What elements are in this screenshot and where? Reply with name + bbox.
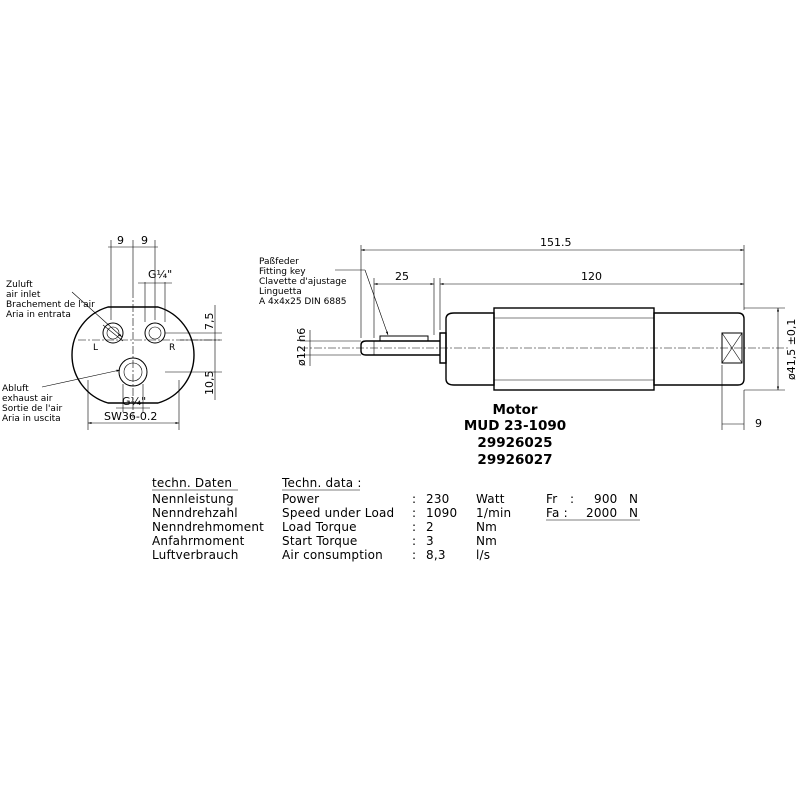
svg-text::: : xyxy=(412,506,416,520)
dim-height-top: 7,5 xyxy=(203,313,216,331)
svg-text:3: 3 xyxy=(426,534,434,548)
dim-key-length: 25 xyxy=(395,270,409,283)
svg-text::: : xyxy=(412,534,416,548)
svg-text:N: N xyxy=(629,492,638,506)
svg-text::: : xyxy=(412,548,416,562)
svg-text:l/s: l/s xyxy=(476,548,490,562)
svg-text:Sortie de l'air: Sortie de l'air xyxy=(2,404,62,414)
svg-text:Linguetta: Linguetta xyxy=(259,287,302,297)
rear-port xyxy=(721,332,743,364)
svg-text:Load Torque: Load Torque xyxy=(282,520,357,534)
svg-text:Nenndrehmoment: Nenndrehmoment xyxy=(152,520,264,534)
svg-text:Nenndrehzahl: Nenndrehzahl xyxy=(152,506,238,520)
svg-text:exhaust air: exhaust air xyxy=(2,394,53,404)
svg-text:A 4x4x25 DIN 6885: A 4x4x25 DIN 6885 xyxy=(259,297,347,307)
svg-text:1/min: 1/min xyxy=(476,506,511,520)
force-fa: Fa : 2000 N xyxy=(546,506,640,521)
svg-text::: : xyxy=(570,492,574,506)
svg-text:Clavette d'ajustage: Clavette d'ajustage xyxy=(259,277,347,287)
front-body-outline xyxy=(71,306,195,404)
exhaust-port xyxy=(118,357,148,387)
svg-text:1090: 1090 xyxy=(426,506,457,520)
front-view: L R 9 9 G¼" G¼" SW36-0.2 7,5 10,5 Zu xyxy=(2,234,222,430)
table-header-de: techn. Daten xyxy=(152,476,232,490)
svg-text:Fa :: Fa : xyxy=(546,506,568,520)
svg-text:Watt: Watt xyxy=(476,492,505,506)
dim-body-length: 120 xyxy=(581,270,602,283)
svg-text:Zuluft: Zuluft xyxy=(6,280,33,290)
svg-text:Aria in entrata: Aria in entrata xyxy=(6,310,71,320)
motor-body xyxy=(493,307,655,391)
marker-left: L xyxy=(93,343,98,353)
tech-data-table: techn. Daten Techn. data : Nennleistung … xyxy=(152,476,640,562)
svg-text:230: 230 xyxy=(426,492,450,506)
dim-top-port: G¼" xyxy=(148,268,172,281)
svg-text:Start Torque: Start Torque xyxy=(282,534,358,548)
title-line-4: 29926027 xyxy=(477,452,552,468)
fitting-key-label: Paßfeder Fitting key Clavette d'ajustage… xyxy=(259,257,389,336)
dim-height-bottom: 10,5 xyxy=(203,371,216,396)
dim-front-width: SW36-0.2 xyxy=(104,410,157,423)
dim-bottom-port: G¼" xyxy=(122,395,146,408)
title-block: Motor MUD 23-1090 29926025 29926027 xyxy=(464,402,566,468)
dim-front-right-9: 9 xyxy=(141,234,148,247)
dim-total-length: 151.5 xyxy=(540,236,572,249)
svg-text:Fitting key: Fitting key xyxy=(259,267,306,277)
svg-text:Power: Power xyxy=(282,492,319,506)
svg-text:Nennleistung: Nennleistung xyxy=(152,492,234,506)
svg-text:Aria in uscita: Aria in uscita xyxy=(2,414,61,424)
svg-text:Paßfeder: Paßfeder xyxy=(259,257,299,267)
inlet-label: Zuluft air inlet Brachement de l'air Ari… xyxy=(6,280,123,338)
rear-cap xyxy=(653,312,745,386)
dim-front-left-9: 9 xyxy=(117,234,124,247)
table-row: Nennleistung Power : 230 Watt xyxy=(152,492,505,506)
svg-text:Abluft: Abluft xyxy=(2,384,29,394)
force-fr: Fr : 900 N xyxy=(546,492,638,506)
title-line-2: MUD 23-1090 xyxy=(464,418,566,434)
svg-text:Fr: Fr xyxy=(546,492,557,506)
svg-text:2000: 2000 xyxy=(586,506,617,520)
svg-text:Nm: Nm xyxy=(476,520,497,534)
dim-end-length: 9 xyxy=(755,417,762,430)
table-header-en: Techn. data : xyxy=(281,476,362,490)
svg-text:Luftverbrauch: Luftverbrauch xyxy=(152,548,239,562)
svg-text::: : xyxy=(412,520,416,534)
side-view: 151.5 25 120 ø12 h6 ø41,5 ±0,1 9 Paßfede… xyxy=(259,236,798,430)
dim-shaft-diameter: ø12 h6 xyxy=(295,328,308,366)
svg-text:900: 900 xyxy=(594,492,618,506)
svg-text:Speed under Load: Speed under Load xyxy=(282,506,394,520)
svg-text:Anfahrmoment: Anfahrmoment xyxy=(152,534,245,548)
exhaust-label: Abluft exhaust air Sortie de l'air Aria … xyxy=(2,369,121,424)
table-row: Nenndrehmoment Load Torque : 2 Nm xyxy=(152,520,497,534)
svg-text:8,3: 8,3 xyxy=(426,548,446,562)
title-line-3: 29926025 xyxy=(477,435,552,451)
svg-text:Brachement de l'air: Brachement de l'air xyxy=(6,300,95,310)
table-row: Luftverbrauch Air consumption : 8,3 l/s xyxy=(152,548,490,562)
svg-text:air inlet: air inlet xyxy=(6,290,41,300)
inlet-port-left xyxy=(102,322,124,344)
svg-text:2: 2 xyxy=(426,520,434,534)
table-row: Anfahrmoment Start Torque : 3 Nm xyxy=(152,534,497,548)
svg-text::: : xyxy=(412,492,416,506)
table-row: Nenndrehzahl Speed under Load : 1090 1/m… xyxy=(152,506,511,520)
svg-text:Air consumption: Air consumption xyxy=(282,548,383,562)
dim-body-diameter: ø41,5 ±0,1 xyxy=(785,319,798,380)
marker-right: R xyxy=(169,343,175,353)
svg-text:Nm: Nm xyxy=(476,534,497,548)
svg-text:N: N xyxy=(629,506,638,520)
front-cap xyxy=(445,312,495,386)
title-line-1: Motor xyxy=(492,402,537,418)
